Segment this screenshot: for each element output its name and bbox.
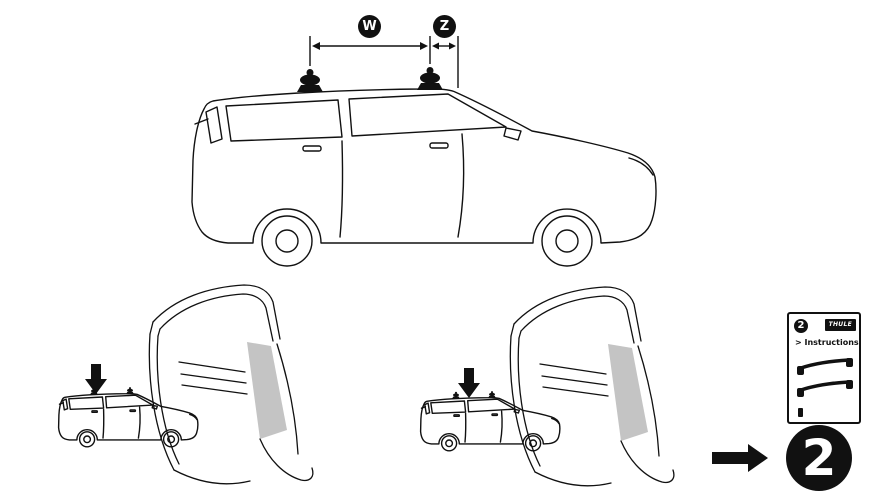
bar-foot-icon — [797, 388, 804, 397]
dimension-arrowheads — [312, 42, 456, 50]
down-arrow-icon — [85, 364, 107, 394]
step-number-circle: 2 — [786, 425, 852, 491]
detail-panel-left — [58, 284, 314, 485]
small-car-icon — [58, 386, 199, 448]
small-part-icon — [798, 408, 803, 417]
car-measurement-diagram — [191, 36, 657, 267]
small-car-icon — [420, 390, 561, 452]
door-sill-detail — [148, 284, 314, 485]
dimension-lines — [309, 36, 459, 88]
instruction-booklet-card: 2 THULE > Instructions — [787, 312, 861, 424]
car-side-view — [191, 66, 657, 267]
instructions-label: > Instructions — [795, 338, 859, 347]
door-sill-detail — [509, 286, 675, 487]
down-arrow-icon — [458, 368, 480, 398]
dimension-label-z: Z — [433, 15, 456, 38]
bar-foot-icon — [846, 358, 853, 367]
bar-foot-icon — [846, 380, 853, 389]
step-number: 2 — [801, 429, 837, 487]
brand-logo: THULE — [824, 319, 856, 331]
roof-bars-illustration — [797, 358, 853, 417]
booklet-step-badge: 2 — [794, 319, 808, 333]
detail-panel-right — [420, 286, 675, 487]
step-arrow-icon — [712, 444, 768, 472]
bar-foot-icon — [797, 366, 804, 375]
dimension-label-w: W — [358, 15, 381, 38]
